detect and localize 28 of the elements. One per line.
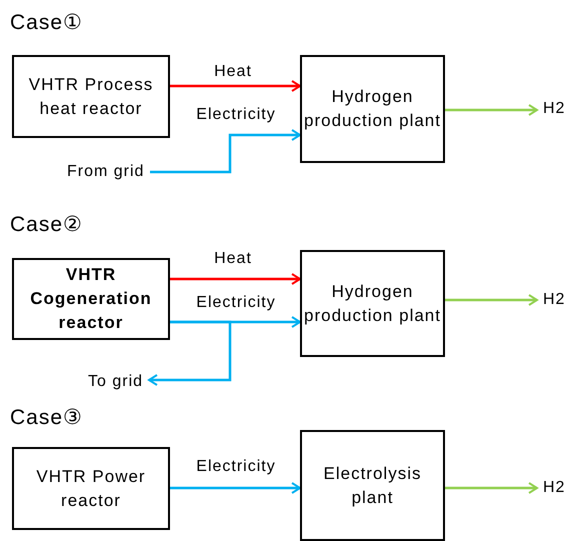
flow-label: H2 xyxy=(543,99,566,119)
arrow xyxy=(148,320,232,386)
box-text: Hydrogen production plant xyxy=(304,282,441,324)
case-heading: Case③ xyxy=(10,405,84,430)
plant-box xyxy=(300,250,445,357)
plant-box xyxy=(300,55,445,163)
reactor-box xyxy=(12,447,170,530)
flow-label: H2 xyxy=(543,478,566,498)
box-text: VHTR Power reactor xyxy=(36,466,146,510)
flow-label: From grid xyxy=(67,162,144,182)
box-text: Hydrogen production plant xyxy=(304,87,441,130)
box-text: VHTR Cogeneration reactor xyxy=(30,265,152,332)
box-text: VHTR Process heat reactor xyxy=(28,74,154,118)
case-heading: Case① xyxy=(10,10,84,35)
flow-label: H2 xyxy=(543,290,566,310)
reactor-box xyxy=(12,55,170,138)
arrow xyxy=(170,482,301,494)
reactor-box xyxy=(12,258,170,340)
arrow xyxy=(445,104,538,116)
arrow xyxy=(445,482,538,494)
arrow xyxy=(150,129,301,174)
case-heading: Case② xyxy=(10,212,84,237)
arrow xyxy=(445,294,538,306)
box-text: Electrolysis plant xyxy=(324,464,422,506)
arrow xyxy=(170,80,301,92)
plant-box xyxy=(300,430,445,541)
flow-label: To grid xyxy=(88,372,144,392)
arrow xyxy=(170,273,301,285)
